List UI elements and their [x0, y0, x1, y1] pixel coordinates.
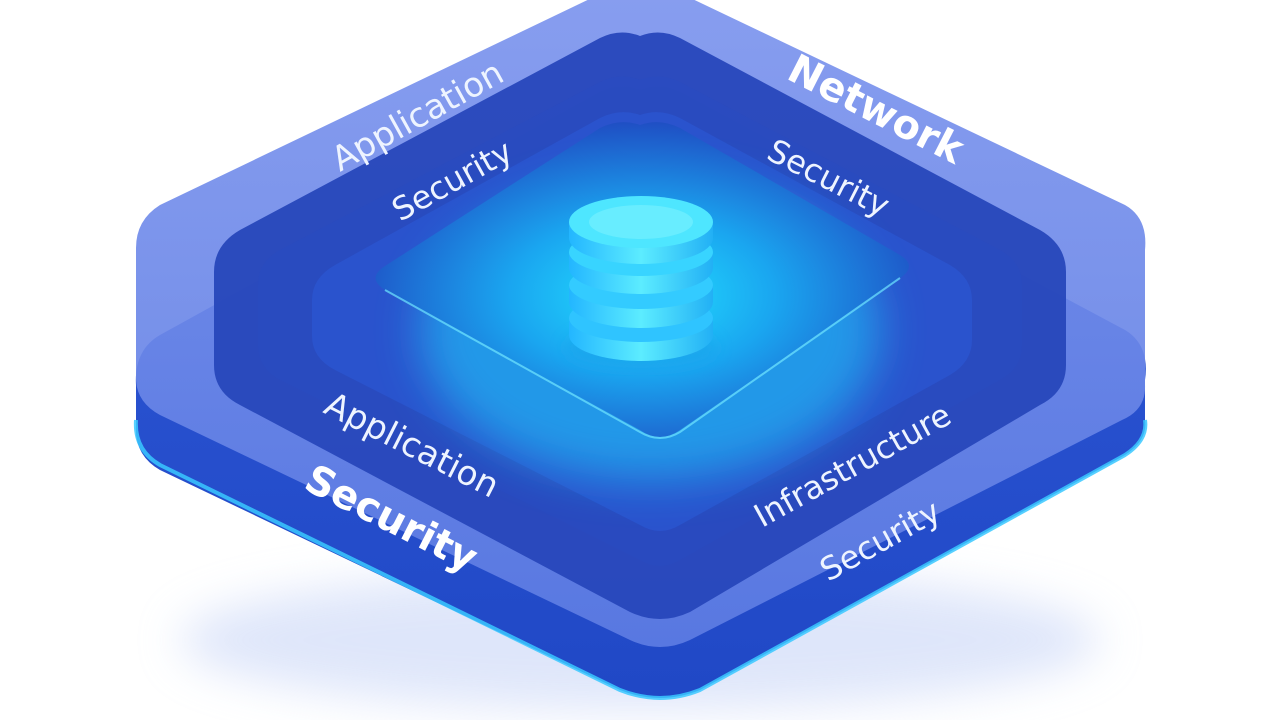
outer-layer-rim	[133, 419, 1148, 700]
core-platform-edge	[384, 277, 901, 439]
database-icon	[565, 196, 717, 368]
